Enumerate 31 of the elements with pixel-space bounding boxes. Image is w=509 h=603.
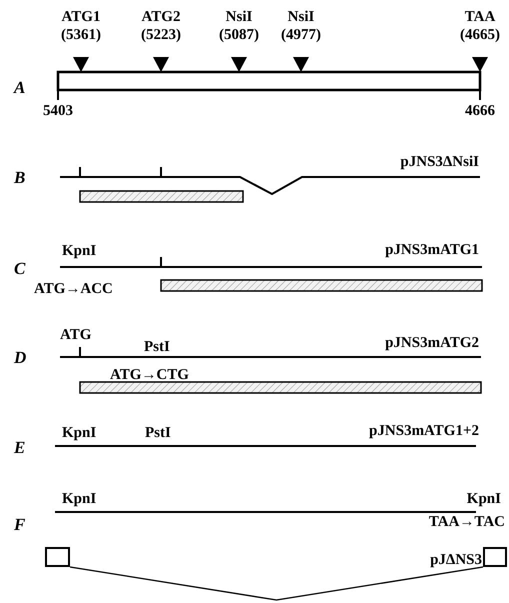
site-label: ATG2 (5223)	[140, 8, 182, 44]
site-label: KpnI	[62, 242, 96, 260]
mutation-label: ATG→ACC	[34, 280, 113, 298]
position-number: 5403	[43, 102, 73, 120]
site-label: PstI	[144, 338, 170, 356]
small-square	[483, 547, 507, 567]
site-label: ATG	[60, 326, 92, 344]
construct-name: pJNS3mATG1+2	[369, 422, 479, 440]
panel-letter: E	[14, 439, 26, 457]
construct-name: pJNS3ΔNsiI	[400, 153, 479, 171]
site-label: NsiI (5087)	[218, 8, 260, 44]
panel-letter: F	[14, 516, 26, 534]
site-label: ATG1 (5361)	[60, 8, 102, 44]
panel-letter: D	[14, 349, 26, 367]
site-label: PstI	[145, 424, 171, 442]
position-number: 4666	[465, 102, 495, 120]
small-square	[45, 547, 70, 567]
construct-name: pJNS3mATG2	[385, 334, 479, 352]
panel-letter: A	[14, 79, 26, 97]
construct-name: pJΔNS3	[430, 551, 482, 569]
connector-line	[70, 566, 484, 601]
site-label: TAA (4665)	[459, 8, 501, 44]
site-label: KpnI	[62, 490, 96, 508]
mutation-label: ATG→CTG	[110, 366, 189, 384]
panel-letter: B	[14, 169, 26, 187]
site-label: KpnI	[466, 490, 501, 508]
construct-name: pJNS3mATG1	[385, 241, 479, 259]
site-label: KpnI	[62, 424, 96, 442]
panel-letter: C	[14, 260, 26, 278]
site-label: NsiI (4977)	[280, 8, 322, 44]
mutation-label: TAA→TAC	[428, 513, 505, 531]
